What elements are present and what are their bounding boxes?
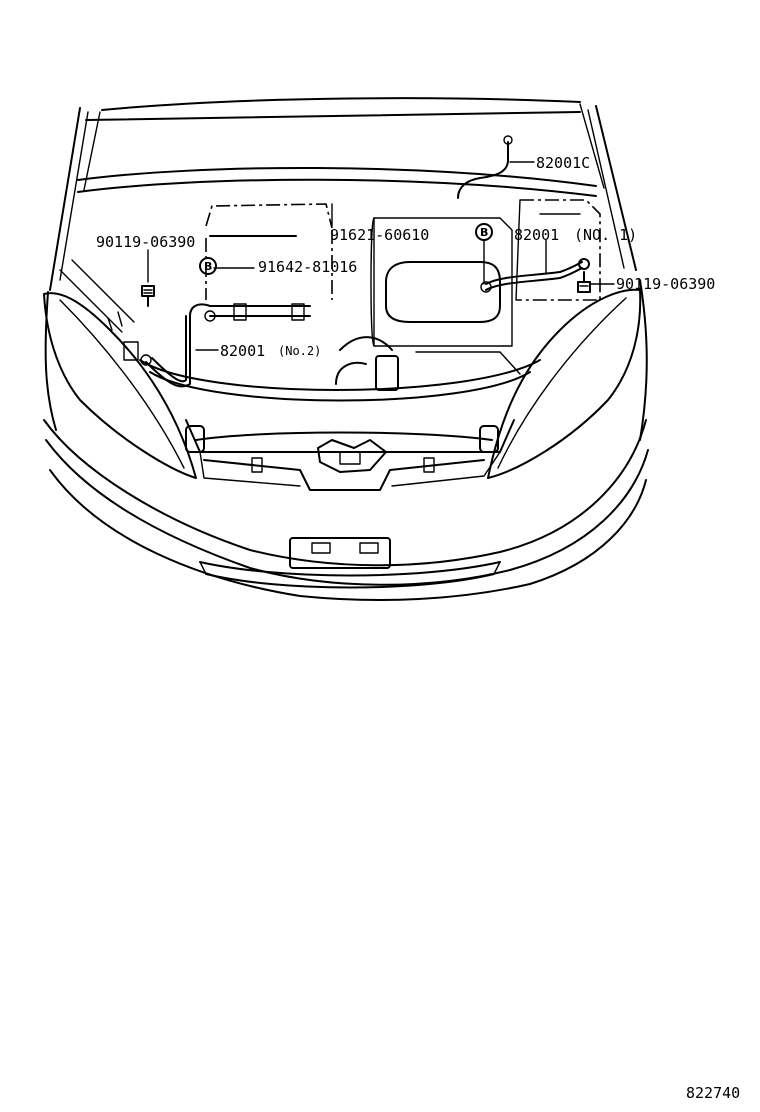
callout-battery-clamp: 91621-60610	[330, 226, 429, 244]
callout-cable-no1-number: 82001	[514, 226, 559, 244]
headlight-right	[487, 288, 642, 479]
callout-82001c: 82001C	[536, 154, 590, 172]
leader-lines	[147, 161, 615, 351]
cable-82001-no2	[140, 303, 216, 388]
svg-text:B: B	[480, 226, 488, 239]
cable-82001c	[457, 135, 513, 199]
callout-cable-no2-tag: (No.2)	[278, 344, 321, 358]
headlight-left	[43, 292, 197, 479]
callout-cable-no1-tag: (NO. 1)	[574, 226, 637, 244]
svg-text:B: B	[204, 260, 212, 273]
bolt-right-icon	[577, 271, 591, 293]
cable-82001-no1	[480, 258, 590, 293]
callout-nut-left: 91642-81016	[258, 258, 357, 276]
bolt-left-icon	[141, 285, 155, 307]
engine-bay-components	[59, 199, 601, 391]
callout-cable-no2-number: 82001	[220, 342, 265, 360]
figure-id: 822740	[686, 1084, 740, 1102]
car-body-outline	[43, 97, 649, 601]
callout-bolt-right: 90119-06390	[616, 275, 715, 293]
callout-bolt-left: 90119-06390	[96, 233, 195, 251]
radiator-support	[139, 359, 541, 491]
circle-b-marker-left: B	[199, 257, 217, 275]
circle-b-marker-right: B	[475, 223, 493, 241]
